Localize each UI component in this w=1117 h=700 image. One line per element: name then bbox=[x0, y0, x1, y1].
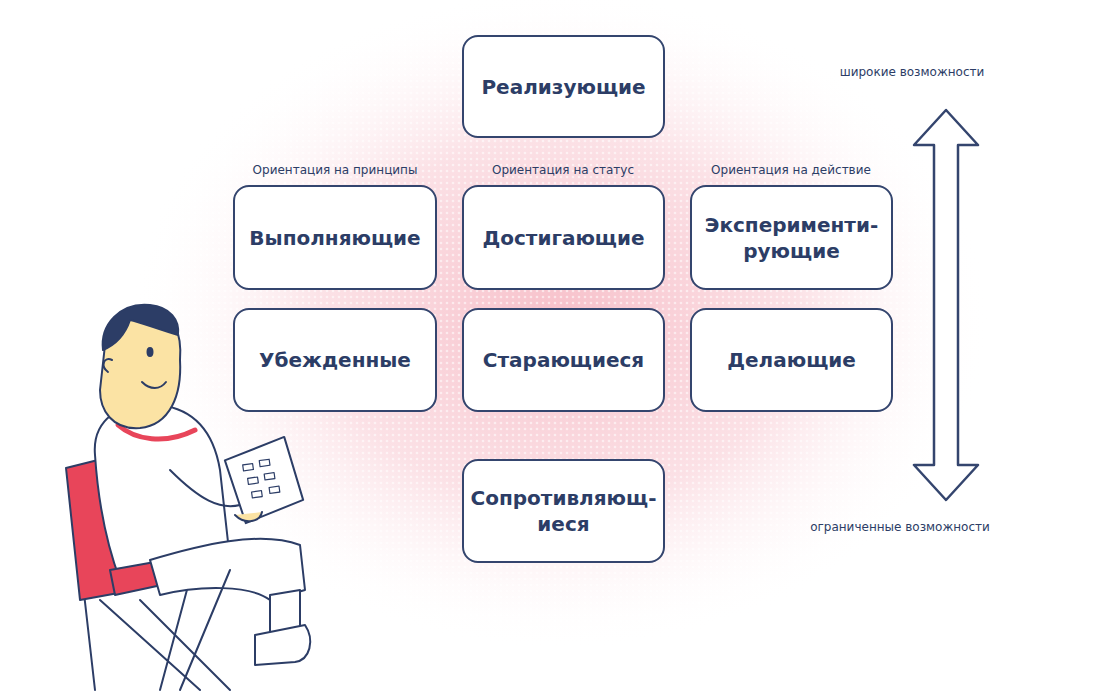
segment-box: Выполняющие bbox=[233, 185, 437, 290]
double-arrow bbox=[914, 110, 978, 500]
segment-box: Достигающие bbox=[462, 185, 665, 290]
segment-name: Достигающие bbox=[482, 225, 644, 251]
axis-label: широкие возможности bbox=[840, 65, 985, 79]
segment-box: Делающие bbox=[690, 308, 893, 412]
segment-name: Реализующие bbox=[481, 74, 645, 100]
halftone-dots bbox=[130, 0, 990, 650]
segment-name: Делающие bbox=[727, 347, 856, 373]
segment-name: Убежденные bbox=[259, 347, 411, 373]
segment-box: Реализующие bbox=[462, 35, 665, 138]
segment-box: Эксперименти- рующие bbox=[690, 185, 893, 290]
segment-box: Старающиеся bbox=[462, 308, 665, 412]
segment-name: Старающиеся bbox=[483, 347, 644, 373]
segment-box: Сопротивляющ- иеся bbox=[462, 459, 665, 563]
axis-label: ограниченные возможности bbox=[810, 520, 990, 534]
segment-box: Убежденные bbox=[233, 308, 437, 412]
column-heading: Ориентация на действие bbox=[711, 163, 871, 177]
halftone-glow bbox=[130, 0, 990, 650]
segment-name: Выполняющие bbox=[249, 225, 420, 251]
segment-name: Сопротивляющ- иеся bbox=[471, 485, 657, 537]
column-heading: Ориентация на статус bbox=[492, 163, 634, 177]
segment-name: Эксперименти- рующие bbox=[704, 212, 879, 264]
column-heading: Ориентация на принципы bbox=[253, 163, 418, 177]
